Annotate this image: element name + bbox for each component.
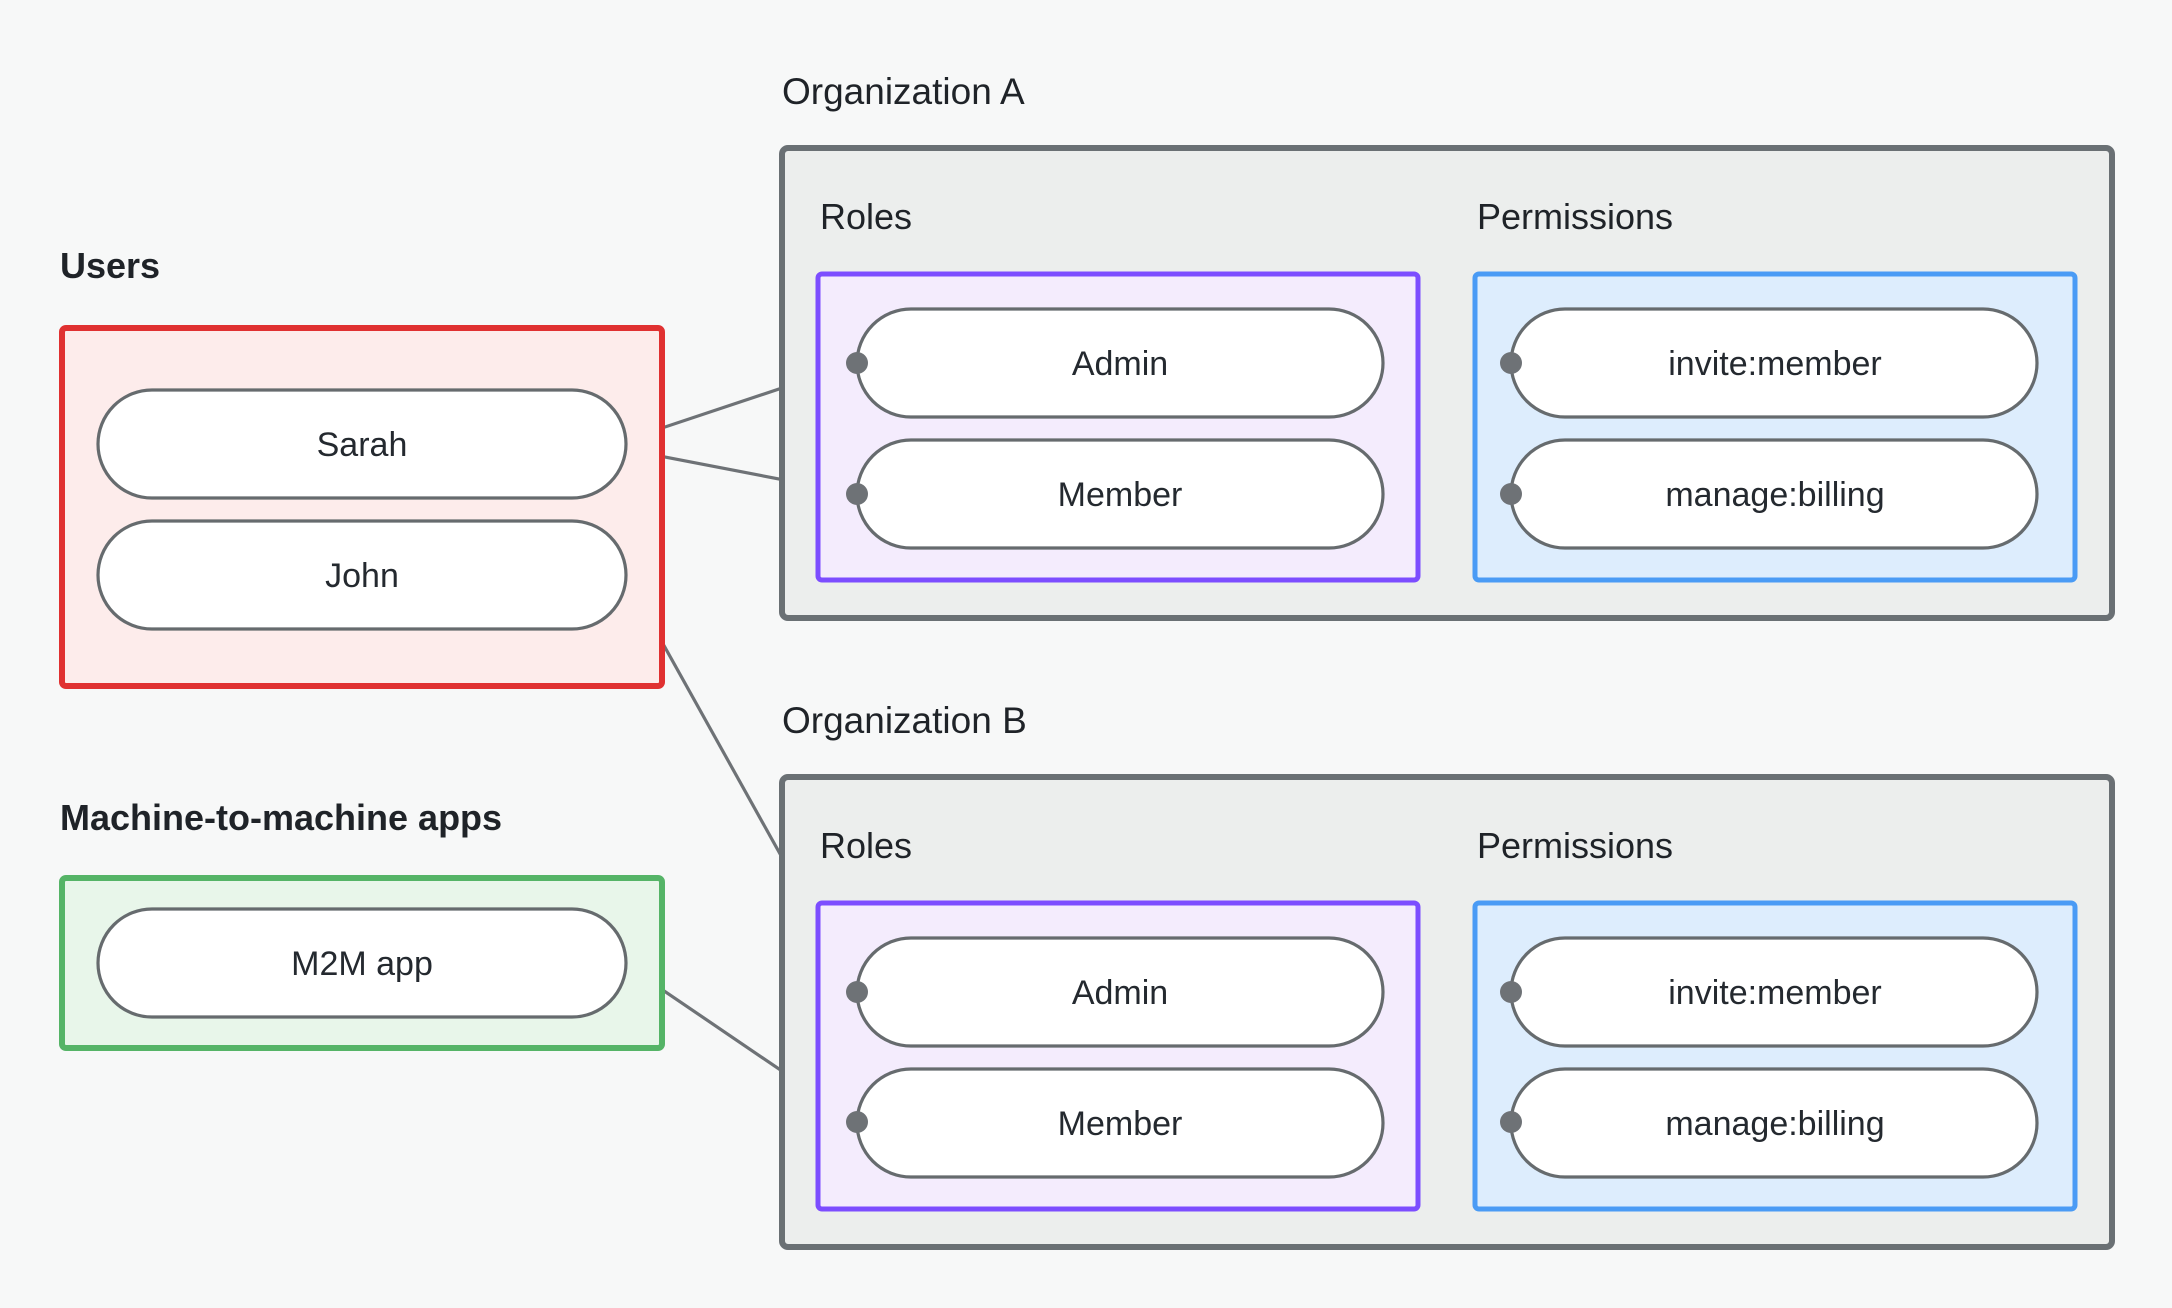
node-org-b-admin[interactable]: Admin <box>855 936 1385 1048</box>
org-a-title: Organization A <box>782 71 1025 112</box>
dot-org-a-member-in <box>846 483 868 505</box>
org-b-roles-title: Roles <box>820 825 912 866</box>
dot-org-b-manage-billing-in <box>1500 1111 1522 1133</box>
node-org-b-invite-member-label: invite:member <box>1668 974 1882 1012</box>
node-org-a-member-label: Member <box>1058 476 1183 514</box>
node-sarah[interactable]: Sarah <box>96 388 628 500</box>
org-b-permissions-title: Permissions <box>1477 825 1673 866</box>
node-org-a-admin[interactable]: Admin <box>855 307 1385 419</box>
dot-org-a-admin-in <box>846 352 868 374</box>
node-sarah-shape <box>96 388 628 500</box>
node-john-label: John <box>325 557 399 595</box>
connector-dot-layer <box>846 352 1522 1133</box>
node-m2m-app-label: M2M app <box>291 945 433 983</box>
dot-org-b-member-in <box>846 1111 868 1133</box>
node-org-a-manage-billing[interactable]: manage:billing <box>1509 438 2039 550</box>
org-b-title: Organization B <box>782 700 1027 741</box>
node-m2m-app-shape <box>96 907 628 1019</box>
node-org-a-invite-member[interactable]: invite:member <box>1509 307 2039 419</box>
node-org-b-manage-billing[interactable]: manage:billing <box>1509 1067 2039 1179</box>
users-group-box <box>59 325 665 689</box>
dot-org-a-manage-billing-in <box>1500 483 1522 505</box>
node-org-a-manage-billing-label: manage:billing <box>1665 476 1884 514</box>
node-sarah-label: Sarah <box>317 426 408 464</box>
node-org-b-member-label: Member <box>1058 1105 1183 1143</box>
node-org-b-manage-billing-label: manage:billing <box>1665 1105 1884 1143</box>
node-john[interactable]: John <box>96 519 628 631</box>
org-a-permissions-title: Permissions <box>1477 196 1673 237</box>
node-org-b-member[interactable]: Member <box>855 1067 1385 1179</box>
dot-org-b-admin-in <box>846 981 868 1003</box>
m2m-group-title: Machine-to-machine apps <box>60 797 502 838</box>
node-john-shape <box>96 519 628 631</box>
users-group-title: Users <box>60 245 160 286</box>
node-org-a-invite-member-label: invite:member <box>1668 345 1882 383</box>
node-org-b-invite-member[interactable]: invite:member <box>1509 936 2039 1048</box>
node-m2m-app[interactable]: M2M app <box>96 907 628 1019</box>
node-org-a-admin-label: Admin <box>1072 345 1168 383</box>
dot-org-a-invite-member-in <box>1500 352 1522 374</box>
node-org-a-member[interactable]: Member <box>855 438 1385 550</box>
dot-org-b-invite-member-in <box>1500 981 1522 1003</box>
org-a-roles-title: Roles <box>820 196 912 237</box>
node-org-b-admin-label: Admin <box>1072 974 1168 1012</box>
